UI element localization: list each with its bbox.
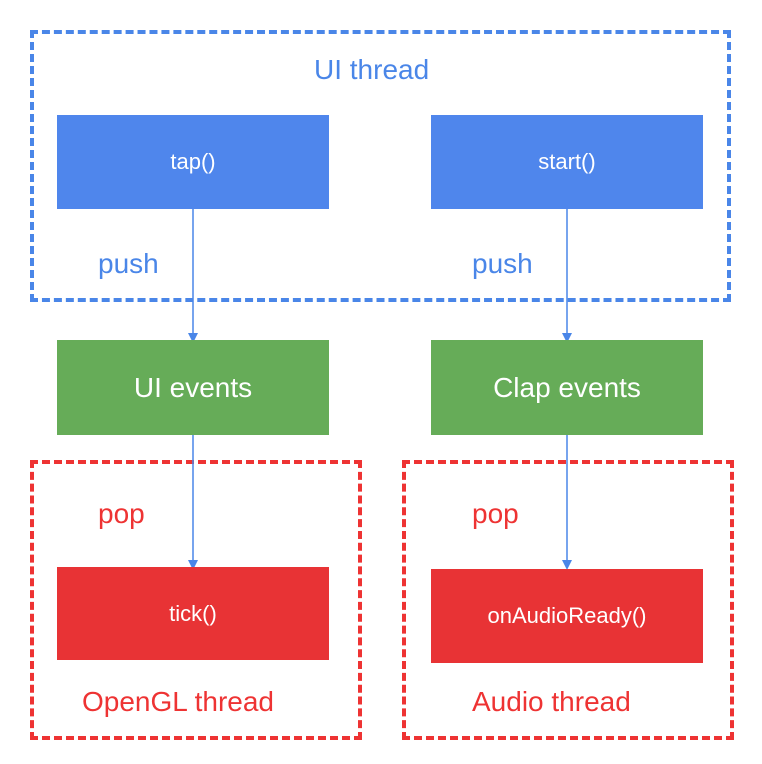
pop-label-left: pop bbox=[98, 498, 145, 529]
ui-events-queue: UI events bbox=[57, 340, 329, 435]
opengl-thread-region bbox=[30, 460, 362, 740]
ui-thread-label: UI thread bbox=[314, 54, 430, 85]
tick-node: tick() bbox=[57, 567, 329, 660]
on-audio-ready-node-label: onAudioReady() bbox=[487, 603, 647, 628]
tap-node-label: tap() bbox=[170, 149, 216, 174]
on-audio-ready-node: onAudioReady() bbox=[431, 569, 703, 663]
push-label-right: push bbox=[472, 248, 533, 279]
audio-thread-region bbox=[402, 460, 734, 740]
ui-thread-region bbox=[30, 30, 731, 302]
start-node-label: start() bbox=[538, 149, 596, 174]
pop-label-right: pop bbox=[472, 498, 519, 529]
start-node: start() bbox=[431, 115, 703, 209]
ui-events-label: UI events bbox=[133, 371, 253, 403]
clap-events-queue: Clap events bbox=[431, 340, 703, 435]
tap-node: tap() bbox=[57, 115, 329, 209]
tick-node-label: tick() bbox=[169, 600, 217, 626]
audio-thread-label: Audio thread bbox=[472, 686, 631, 717]
clap-events-label: Clap events bbox=[493, 371, 641, 403]
opengl-thread-label: OpenGL thread bbox=[82, 686, 274, 717]
push-label-left: push bbox=[98, 248, 159, 279]
